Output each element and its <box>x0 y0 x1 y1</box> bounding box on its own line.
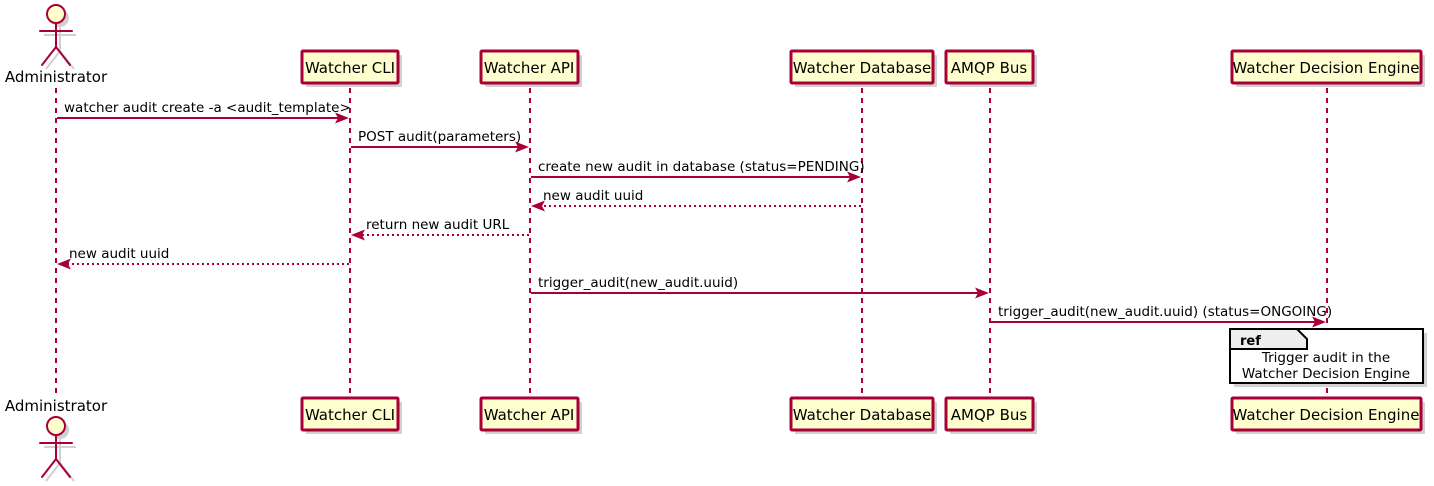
arrowhead-left-icon <box>531 200 545 212</box>
participant-label: AMQP Bus <box>951 406 1028 424</box>
actor-leg-right-icon <box>55 458 71 478</box>
message-arrow-return-new-audit-url: return new audit URL <box>351 217 529 241</box>
actor-leg-left-icon <box>41 46 57 66</box>
actor-administrator-bottom[interactable]: Administrator <box>5 397 108 482</box>
message-label: create new audit in database (status=PEN… <box>538 159 865 175</box>
participant-box-rect <box>944 396 1035 432</box>
participant-box-rect <box>789 396 935 432</box>
participant-box-watcher-database-bottom[interactable]: Watcher Database <box>789 396 937 434</box>
message-label: POST audit(parameters) <box>358 129 521 145</box>
participant-box-watcher-cli-top[interactable]: Watcher CLI <box>300 49 402 87</box>
arrowhead-left-icon <box>351 229 365 241</box>
actor-leg-right-icon <box>55 46 71 66</box>
participant-box-watcher-cli-bottom[interactable]: Watcher CLI <box>300 396 402 434</box>
ref-tab-icon <box>1229 328 1308 350</box>
participant-label: Watcher CLI <box>305 406 395 424</box>
arrowhead-left-icon <box>57 258 71 270</box>
message-arrow-new-audit-uuid-cli: new audit uuid <box>57 246 349 270</box>
participant-box-rect <box>944 49 1035 85</box>
message-label: trigger_audit(new_audit.uuid) <box>538 275 738 291</box>
ref-tab-label: ref <box>1240 334 1261 349</box>
actor-head-icon <box>46 4 66 24</box>
participant-box-watcher-api-bottom[interactable]: Watcher API <box>479 396 582 434</box>
participant-box-watcher-decision-engine-bottom[interactable]: Watcher Decision Engine <box>1230 396 1425 434</box>
arrowhead-right-icon <box>515 141 529 153</box>
actor-label: Administrator <box>5 68 108 86</box>
participant-box-rect <box>479 49 580 85</box>
participant-box-watcher-database-top[interactable]: Watcher Database <box>789 49 937 87</box>
message-label: new audit uuid <box>543 188 643 204</box>
participant-box-rect <box>300 49 400 85</box>
message-arrow-new-audit-uuid-db: new audit uuid <box>531 188 861 212</box>
message-arrow-create-new-audit: create new audit in database (status=PEN… <box>531 159 865 183</box>
arrowhead-right-icon <box>847 171 861 183</box>
participant-box-rect <box>479 396 580 432</box>
participant-box-rect <box>1230 49 1423 85</box>
message-label: watcher audit create -a <audit_template> <box>64 100 351 116</box>
participant-label: Watcher CLI <box>305 59 395 77</box>
participant-label: Watcher API <box>484 406 575 424</box>
participant-box-rect <box>1230 396 1423 432</box>
actor-label: Administrator <box>5 397 108 415</box>
arrowhead-right-icon <box>335 112 349 124</box>
message-arrow-watcher-audit-create: watcher audit create -a <audit_template> <box>57 100 351 124</box>
ref-fragment-trigger-audit[interactable]: ref Trigger audit in the Watcher Decisio… <box>1229 328 1427 387</box>
participant-box-amqp-bus-bottom[interactable]: AMQP Bus <box>944 396 1037 434</box>
ref-body-line-1: Trigger audit in the <box>1261 350 1390 366</box>
participant-box-watcher-api-top[interactable]: Watcher API <box>479 49 582 87</box>
participant-box-watcher-decision-engine-top[interactable]: Watcher Decision Engine <box>1230 49 1425 87</box>
arrowhead-right-icon <box>975 287 989 299</box>
participant-label: Watcher Decision Engine <box>1233 59 1420 77</box>
participant-label: Watcher Database <box>793 406 931 424</box>
participant-label: AMQP Bus <box>951 59 1028 77</box>
message-label: new audit uuid <box>69 246 169 262</box>
actor-head-icon <box>46 416 66 436</box>
message-arrow-post-audit: POST audit(parameters) <box>351 129 529 153</box>
lifelines-group <box>55 88 1328 398</box>
message-arrow-trigger-audit-ongoing: trigger_audit(new_audit.uuid) (status=ON… <box>991 304 1332 328</box>
participant-label: Watcher Decision Engine <box>1233 406 1420 424</box>
participant-box-rect <box>300 396 400 432</box>
actor-leg-left-icon <box>41 458 57 478</box>
participant-box-amqp-bus-top[interactable]: AMQP Bus <box>944 49 1037 87</box>
participant-label: Watcher Database <box>793 59 931 77</box>
participant-box-rect <box>789 49 935 85</box>
arrowhead-right-icon <box>1312 316 1326 328</box>
ref-body-line-2: Watcher Decision Engine <box>1242 366 1410 382</box>
message-label: trigger_audit(new_audit.uuid) (status=ON… <box>998 304 1332 320</box>
message-arrow-trigger-audit: trigger_audit(new_audit.uuid) <box>531 275 989 299</box>
message-label: return new audit URL <box>366 217 510 233</box>
actor-administrator-top[interactable]: Administrator <box>5 4 108 86</box>
participant-label: Watcher API <box>484 59 575 77</box>
